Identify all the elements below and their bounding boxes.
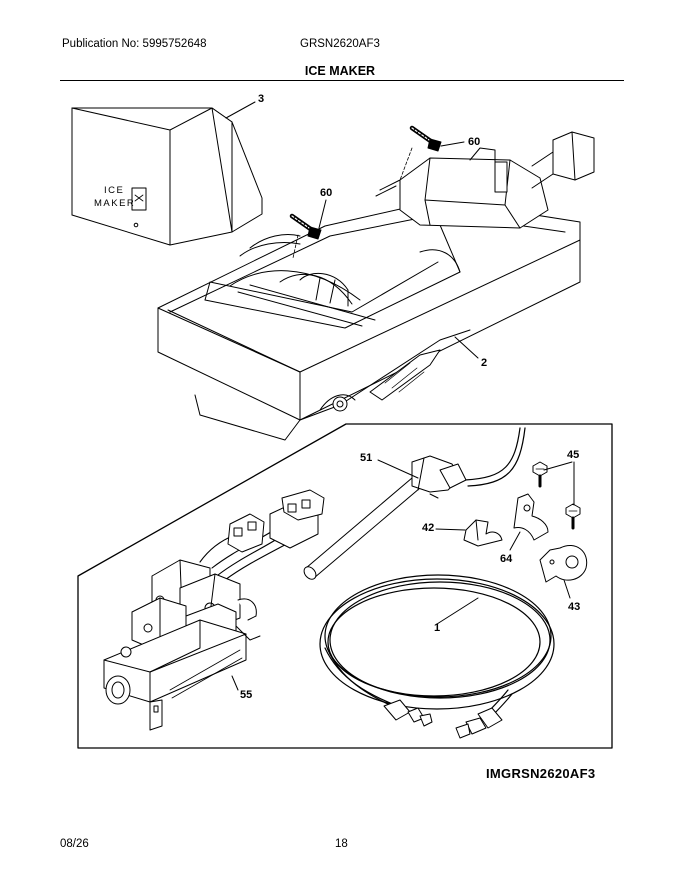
callout-64: 64 — [500, 553, 513, 565]
callout-55: 55 — [240, 689, 252, 701]
page-number: 18 — [335, 838, 348, 850]
image-code: IMGRSN2620AF3 — [486, 766, 596, 781]
water-valve-55 — [103, 489, 325, 731]
callout-45: 45 — [567, 449, 579, 461]
cover-label-line2: MAKER — [94, 198, 135, 209]
callout-2: 2 — [481, 357, 487, 369]
clamp-42 — [435, 519, 503, 547]
callout-3: 3 — [258, 93, 264, 105]
callout-51: 51 — [360, 452, 372, 464]
water-line-1 — [319, 574, 555, 739]
callout-43: 43 — [568, 601, 580, 613]
header-rule — [60, 80, 624, 81]
callout-1: 1 — [434, 622, 440, 634]
screw-45-top — [532, 461, 548, 488]
ice-maker-cover: ICE MAKER — [71, 107, 263, 246]
model-number: GRSN2620AF3 — [300, 38, 380, 50]
ice-maker-body — [157, 131, 595, 441]
clamp-64 — [509, 493, 549, 551]
cover-logo-icon — [131, 187, 147, 211]
footer-date: 08/26 — [60, 838, 89, 850]
screw-60-top — [409, 125, 442, 152]
callout-60-top: 60 — [468, 136, 480, 148]
publication-number: Publication No: 5995752648 — [62, 38, 207, 50]
screw-45-bottom — [565, 503, 581, 530]
callout-42: 42 — [422, 522, 434, 534]
clamp-43 — [539, 545, 588, 599]
cover-label-line1: ICE — [104, 185, 124, 196]
fill-tube-51 — [303, 427, 526, 580]
section-title: ICE MAKER — [304, 64, 376, 78]
screw-60-left — [289, 213, 322, 240]
lower-panel-frame — [77, 423, 613, 749]
callout-60-left: 60 — [320, 187, 332, 199]
